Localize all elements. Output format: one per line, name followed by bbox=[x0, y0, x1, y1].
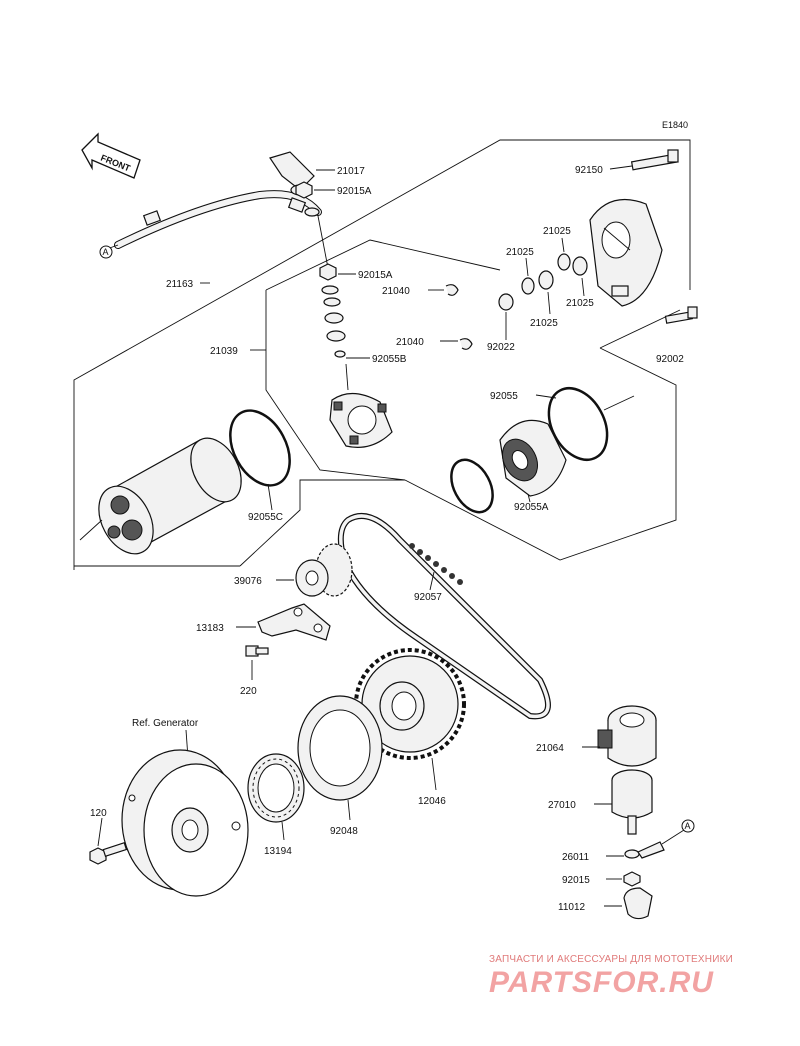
label-11012: 11012 bbox=[558, 902, 586, 913]
screw-220 bbox=[245, 645, 269, 680]
label-27010: 27010 bbox=[548, 800, 576, 811]
label-ref-generator: Ref. Generator bbox=[132, 718, 199, 729]
bolt-92002 bbox=[664, 306, 698, 324]
label-92015a-top: 92015A bbox=[337, 186, 372, 197]
o-ring-92055 bbox=[535, 387, 635, 461]
generator-rotor bbox=[121, 749, 249, 897]
cap-11012 bbox=[604, 887, 653, 920]
brush-holder-plate bbox=[329, 363, 393, 448]
label-92015a: 92015A bbox=[358, 270, 393, 281]
label-13194: 13194 bbox=[264, 846, 292, 857]
one-way-clutch bbox=[247, 753, 305, 841]
callout-a-top-label: A bbox=[103, 247, 109, 257]
label-92055a: 92055A bbox=[514, 502, 549, 513]
starter-relay-27010 bbox=[594, 769, 653, 835]
front-arrow-icon: FRONT bbox=[81, 132, 141, 179]
label-92150: 92150 bbox=[575, 165, 603, 176]
bolt-120 bbox=[89, 817, 128, 865]
o-ring-92055c bbox=[229, 409, 291, 511]
label-92055: 92055 bbox=[490, 391, 518, 402]
label-92055b: 92055B bbox=[372, 354, 407, 365]
starter-motor-body bbox=[79, 437, 242, 555]
clutch-hub bbox=[297, 695, 383, 821]
washer-stack bbox=[321, 285, 370, 359]
label-21064: 21064 bbox=[536, 743, 564, 754]
label-21025-d: 21025 bbox=[530, 318, 558, 329]
label-92022: 92022 bbox=[487, 342, 515, 353]
watermark-logo: PARTSFOR.RU bbox=[489, 966, 714, 999]
label-39076: 39076 bbox=[234, 576, 262, 587]
terminal-26011 bbox=[606, 829, 685, 859]
callout-a-bottom: A bbox=[681, 819, 695, 833]
label-92002: 92002 bbox=[656, 354, 684, 365]
label-120: 120 bbox=[90, 808, 107, 819]
label-21040-a: 21040 bbox=[382, 286, 410, 297]
label-26011: 26011 bbox=[562, 852, 590, 863]
label-12046: 12046 bbox=[418, 796, 446, 807]
label-21025-a: 21025 bbox=[543, 226, 571, 237]
front-housing bbox=[499, 419, 567, 503]
starter-cable bbox=[103, 190, 322, 251]
washers-21025 bbox=[498, 237, 588, 340]
guide-plate bbox=[236, 603, 331, 641]
label-92055c: 92055C bbox=[248, 512, 283, 523]
idler-sprocket bbox=[276, 543, 353, 597]
end-cover-housing bbox=[589, 198, 663, 307]
callout-a-bottom-label: A bbox=[685, 821, 691, 831]
nut-92015a bbox=[319, 263, 356, 281]
label-92015: 92015 bbox=[562, 875, 590, 886]
label-21039: 21039 bbox=[210, 346, 238, 357]
watermark-tagline: ЗАПЧАСТИ И АКСЕССУАРЫ ДЛЯ МОТОТЕХНИКИ bbox=[489, 954, 734, 965]
clip-21040-upper bbox=[428, 284, 459, 296]
o-ring-small bbox=[450, 458, 494, 514]
nut-92015 bbox=[606, 871, 641, 887]
label-92057: 92057 bbox=[414, 592, 442, 603]
label-220: 220 bbox=[240, 686, 257, 697]
bolt-92150 bbox=[609, 149, 679, 171]
label-13183: 13183 bbox=[196, 623, 224, 634]
label-21025-b: 21025 bbox=[506, 247, 534, 258]
starter-gear bbox=[354, 648, 466, 791]
callout-a-top: A bbox=[99, 245, 113, 259]
label-21025-c: 21025 bbox=[566, 298, 594, 309]
label-21163: 21163 bbox=[166, 279, 194, 290]
diagram-code: E1840 bbox=[662, 120, 688, 130]
clip-21040-lower bbox=[440, 338, 473, 350]
assembly-outline bbox=[73, 139, 691, 570]
label-92048: 92048 bbox=[330, 826, 358, 837]
label-21040-b: 21040 bbox=[396, 337, 424, 348]
nut-top bbox=[295, 181, 335, 199]
label-21017: 21017 bbox=[337, 166, 365, 177]
relay-cover-21064 bbox=[582, 705, 657, 767]
